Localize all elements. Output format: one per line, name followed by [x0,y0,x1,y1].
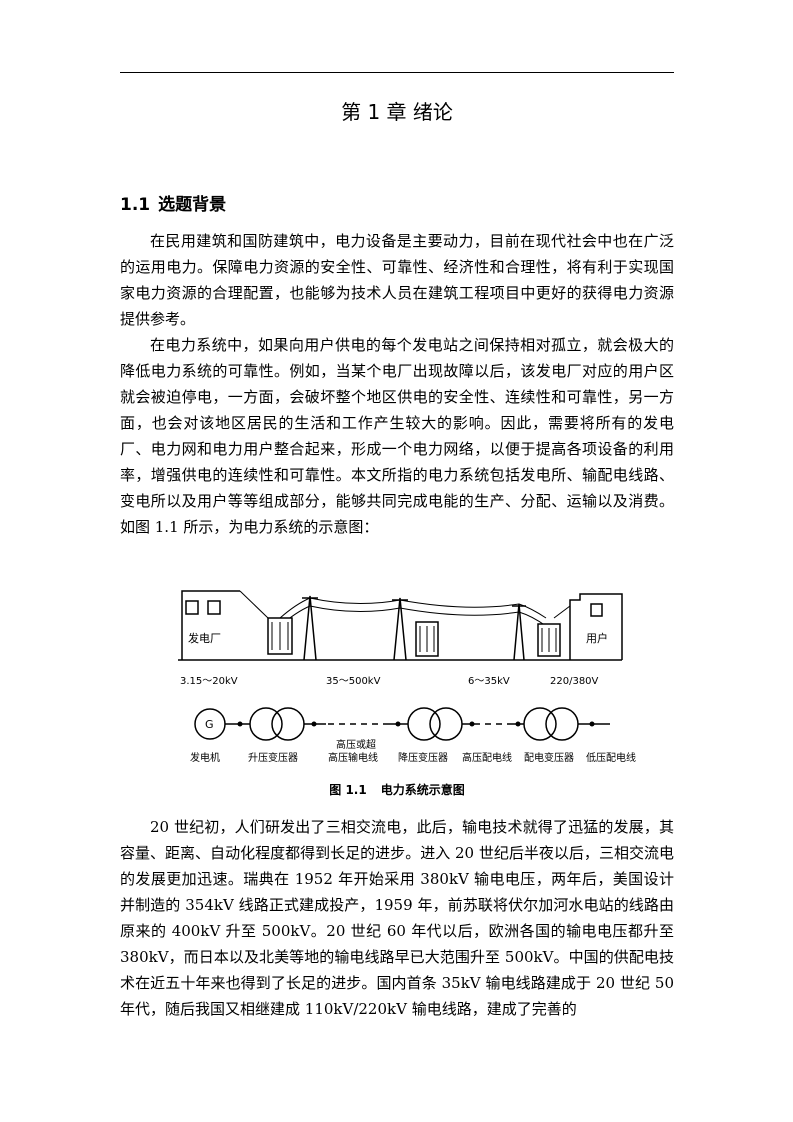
voltage-label: 35～500kV [326,676,381,687]
overhead-line [279,605,547,627]
power-system-figure: 发电厂 用户 3.15～20kV 35～500kV 6～35kV 220/380… [176,586,646,772]
chapter-title: 第 1 章 绪论 [341,100,453,124]
user-building [569,593,623,660]
overhead-line [239,590,269,619]
caption-number: 图 1.1 [329,783,367,797]
section-title: 选题背景 [158,195,227,215]
plant-window [207,600,221,615]
paragraph: 在民用建筑和国防建筑中，电力设备是主要动力，目前在现代社会中也在广泛的运用电力。… [120,232,674,328]
hv-distribution-label: 高压配电线 [462,751,512,764]
user-window [590,603,603,617]
bus-node [515,721,521,727]
bus-node [469,721,475,727]
distribution-transformer-symbol [523,707,557,741]
transmission-tower [512,603,526,661]
paragraph: 在电力系统中，如果向用户供电的每个发电站之间保持相对孤立，就会极大的降低电力系统… [120,336,674,536]
step-down-transformer-symbol [407,707,441,741]
step-up-label: 升压变压器 [248,751,298,764]
step-up-transformer-symbol [271,707,305,741]
bus-node [311,721,317,727]
generator-label: 发电机 [190,751,220,764]
generator-letter: G [205,718,214,731]
lv-distribution-label: 低压配电线 [586,751,636,764]
figure-caption: 图 1.1 电力系统示意图 [120,781,674,798]
hv-line-label: 高压输电线 [328,751,378,764]
voltage-label: 6～35kV [468,676,510,687]
distribution-transformer-label: 配电变压器 [524,751,574,764]
user-label: 用户 [586,631,608,645]
transmission-tower [302,595,318,661]
power-plant-building [181,590,240,660]
hv-line-label: 高压或超 [336,738,376,751]
plant-window [185,600,199,615]
header-rule [120,72,674,73]
paragraph: 20 世纪初，人们研发出了三相交流电，此后，输电技术就得了迅猛的发展，其容量、距… [120,818,674,1018]
distribution-transformer-symbol [545,707,579,741]
voltage-label: 3.15～20kV [180,676,238,687]
power-system-diagram: 发电厂 用户 3.15～20kV 35～500kV 6～35kV 220/380… [178,590,636,764]
section-number: 1.1 [120,195,151,215]
voltage-label: 220/380V [550,676,599,687]
step-up-transformer-symbol [249,707,283,741]
caption-text: 电力系统示意图 [380,783,465,797]
step-down-transformer-symbol [429,707,463,741]
plant-label: 发电厂 [188,631,221,645]
bus-node [237,721,243,727]
transmission-tower [392,597,408,661]
step-down-label: 降压变压器 [398,751,448,764]
bus-node [589,721,595,727]
overhead-line [553,605,571,619]
section-heading: 1.1 选题背景 [120,190,226,215]
